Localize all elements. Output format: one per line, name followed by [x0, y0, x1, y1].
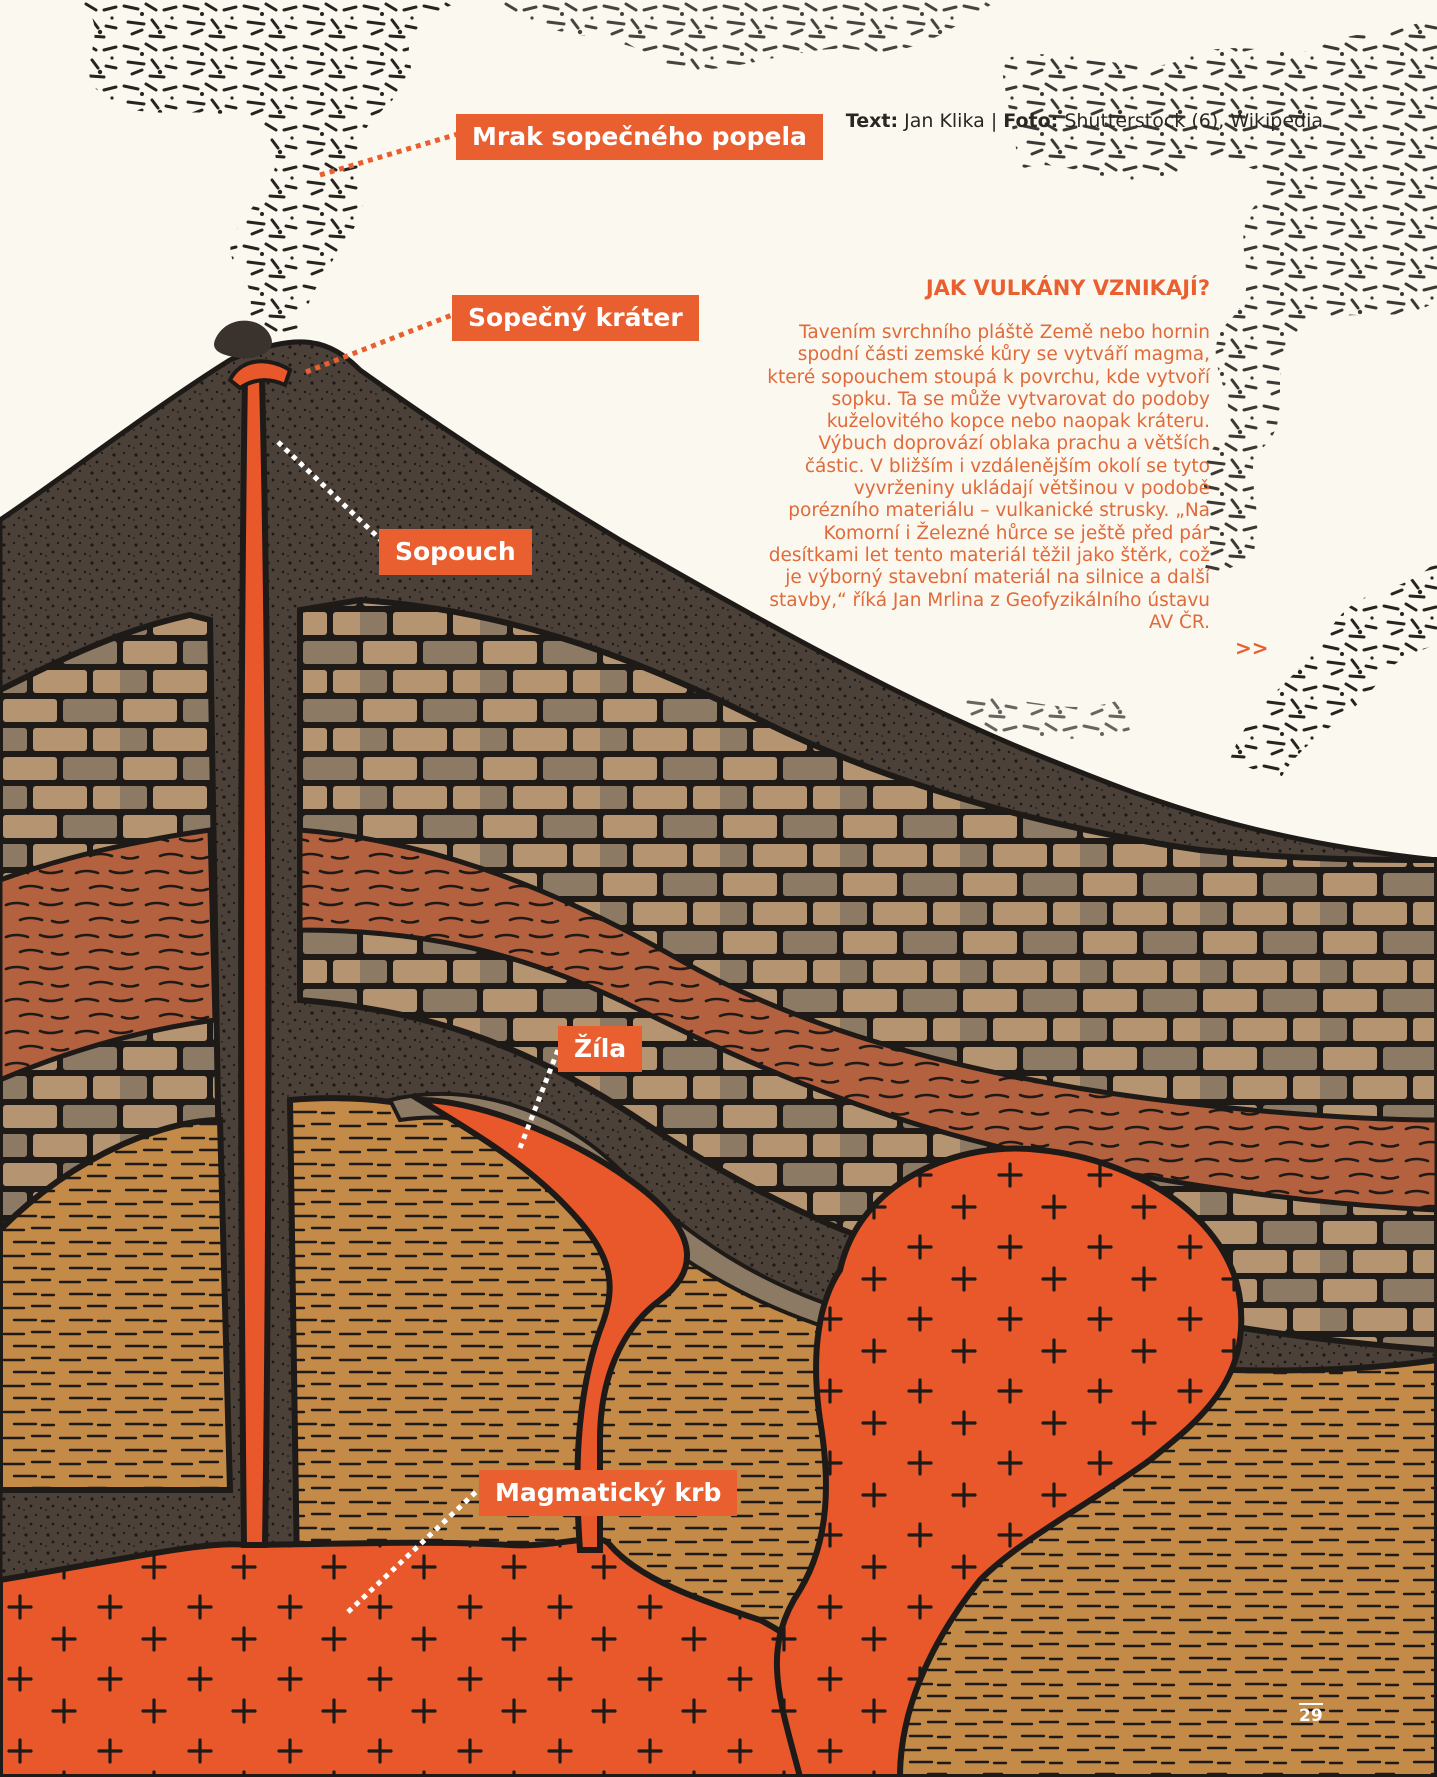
info-body: Tavením svrchního pláště Země nebo horni… [760, 322, 1210, 634]
info-box: JAK VULKÁNY VZNIKAJÍ? Tavením svrchního … [760, 276, 1210, 634]
continue-arrow: >> [1235, 636, 1269, 660]
label-ash-cloud: Mrak sopečného popela [456, 114, 823, 160]
label-magma-chamber: Magmatický krb [479, 1470, 737, 1516]
label-vein: Žíla [558, 1026, 642, 1072]
credit-text-author: Jan Klika [904, 110, 985, 132]
info-title: JAK VULKÁNY VZNIKAJÍ? [760, 276, 1210, 300]
credit-text-label: Text: [846, 110, 898, 132]
photo-credits: Text: Jan Klika | Foto: Shutterstock (6)… [846, 110, 1323, 132]
page-number: 29 [1299, 1703, 1323, 1726]
label-crater: Sopečný kráter [452, 295, 699, 341]
left-rock-block [0, 615, 230, 1490]
credit-photo-source: Shutterstock (6), Wikipedia [1064, 110, 1323, 132]
label-vent: Sopouch [379, 529, 532, 575]
credit-photo-label: Foto: [1003, 110, 1058, 132]
credit-separator: | [991, 110, 997, 132]
